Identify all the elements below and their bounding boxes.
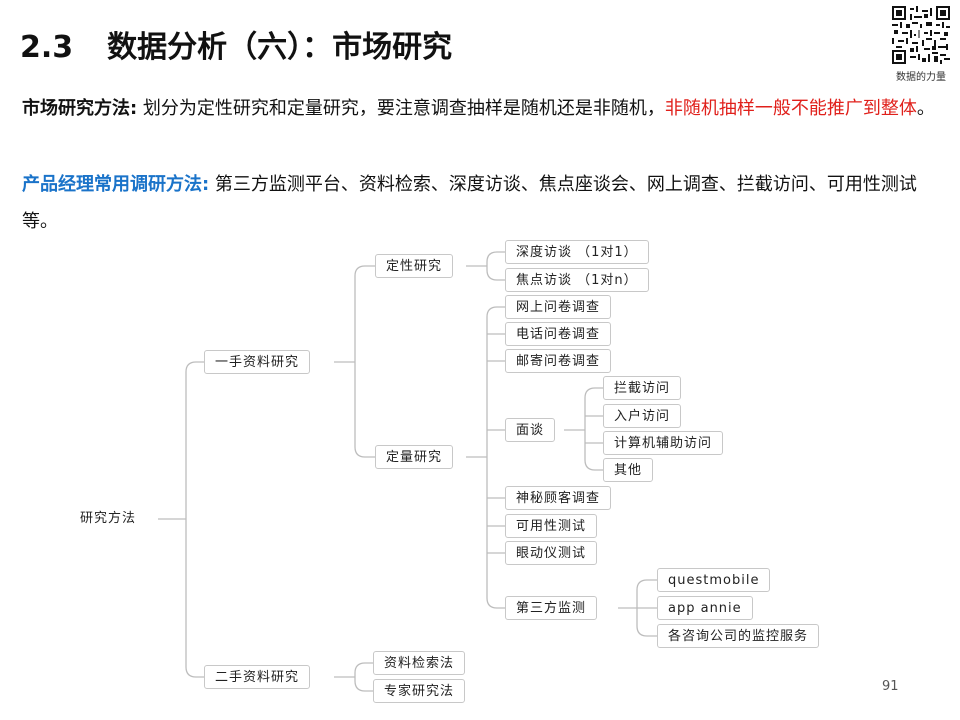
node-quantitative: 定量研究 <box>375 445 454 469</box>
node-qualitative: 定性研究 <box>375 254 454 278</box>
node-interview-item: 拦截访问 <box>603 376 682 400</box>
node-secondary-research: 二手资料研究 <box>204 665 311 689</box>
node-secondary-item: 资料检索法 <box>373 651 466 675</box>
pm-research-text: 第三方监测平台、资料检索、深度访谈、焦点座谈会、网上调查、拦截访问、可用性测试等… <box>22 174 917 232</box>
qr-code-icon <box>892 6 950 64</box>
node-qual-item: 深度访谈 （1对1） <box>505 240 649 264</box>
market-research-highlight: 非随机抽样一般不能推广到整体 <box>664 98 917 119</box>
section-number: 2.3 <box>20 30 74 65</box>
node-quant-item: 电话问卷调查 <box>505 322 612 346</box>
node-secondary-item: 专家研究法 <box>373 679 466 703</box>
node-primary-research: 一手资料研究 <box>204 350 311 374</box>
pm-research-methods-paragraph: 产品经理常用调研方法: 第三方监测平台、资料检索、深度访谈、焦点座谈会、网上调查… <box>22 166 942 240</box>
node-monitor-item: 各咨询公司的监控服务 <box>657 624 820 648</box>
market-research-label: 市场研究方法: <box>22 98 138 119</box>
node-interview-item: 入户访问 <box>603 404 682 428</box>
node-quant-item: 邮寄问卷调查 <box>505 349 612 373</box>
node-interview-item: 其他 <box>603 458 654 482</box>
node-quant-item: 神秘顾客调查 <box>505 486 612 510</box>
node-qual-item: 焦点访谈 （1对n） <box>505 268 649 292</box>
pm-research-label: 产品经理常用调研方法: <box>22 174 210 195</box>
node-interview-item: 计算机辅助访问 <box>603 431 724 455</box>
page-title: 2.3 数据分析（六）：市场研究 <box>20 22 452 66</box>
market-research-text: 划分为定性研究和定量研究，要注意调查抽样是随机还是非随机， <box>137 98 665 119</box>
market-research-end: 。 <box>916 98 935 119</box>
market-research-methods-paragraph: 市场研究方法: 划分为定性研究和定量研究，要注意调查抽样是随机还是非随机，非随机… <box>22 90 942 127</box>
node-quant-item: 网上问卷调查 <box>505 295 612 319</box>
node-quant-item: 眼动仪测试 <box>505 541 598 565</box>
node-root: 研究方法 <box>74 507 143 531</box>
node-quant-item-monitor: 第三方监测 <box>505 596 598 620</box>
node-monitor-item: questmobile <box>657 568 771 592</box>
node-monitor-item: app annie <box>657 596 753 620</box>
qr-caption: 数据的力量 <box>896 72 946 83</box>
title-text: 数据分析（六）：市场研究 <box>107 30 453 65</box>
node-quant-item-interview: 面谈 <box>505 418 556 442</box>
node-quant-item: 可用性测试 <box>505 514 598 538</box>
page-number: 91 <box>882 679 899 694</box>
